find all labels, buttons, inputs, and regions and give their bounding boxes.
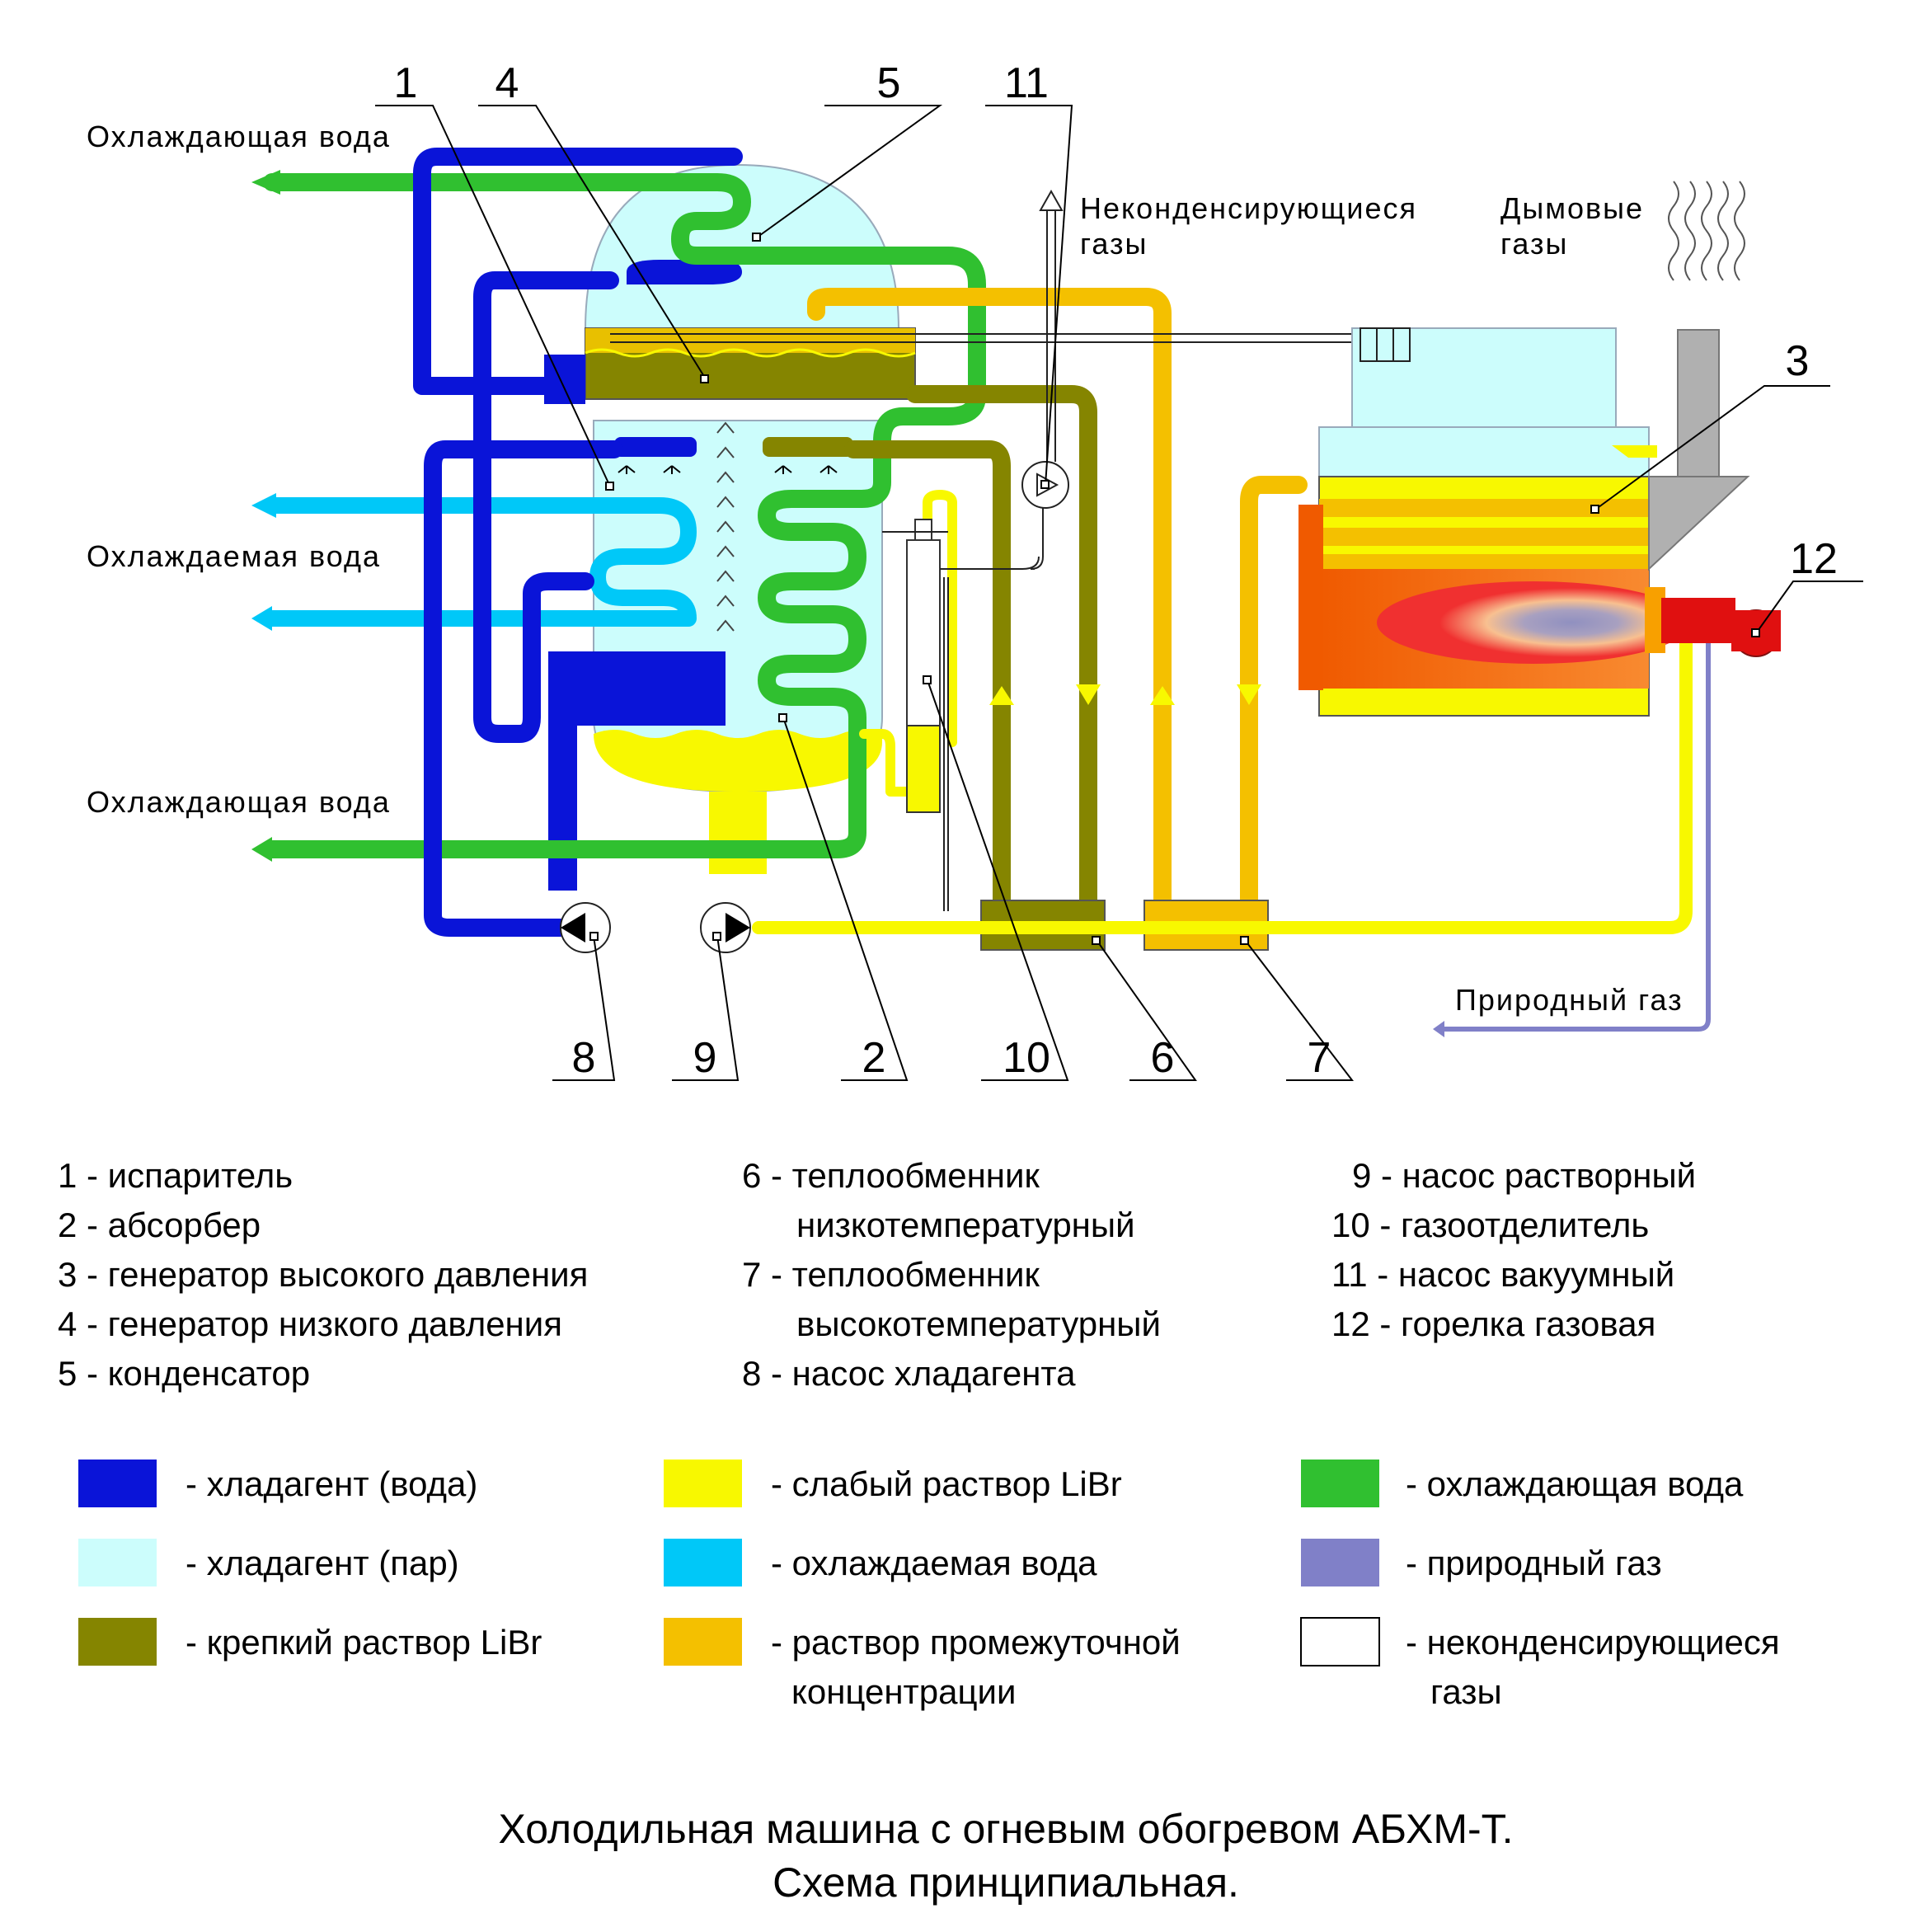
natural-gas-pipe xyxy=(1433,641,1711,1037)
component-12: 12 - горелка газовая xyxy=(1331,1304,1655,1343)
callout-1: 1 xyxy=(394,59,418,107)
component-5: 5 - конденсатор xyxy=(58,1354,310,1393)
gas-burner xyxy=(1645,587,1781,657)
legend-label-strong-solution: - крепкий раствор LiBr xyxy=(185,1623,542,1662)
component-8: 8 - насос хладагента xyxy=(742,1354,1076,1393)
callout-markers xyxy=(589,233,1760,945)
label-flue-gas-2: газы xyxy=(1500,227,1568,261)
label-noncondensable-1: Неконденсирующиеся xyxy=(1080,191,1417,225)
component-1: 1 - испаритель xyxy=(58,1156,293,1195)
lp-generator xyxy=(585,327,916,400)
weak-solution-pipes xyxy=(752,490,1693,934)
callout-7: 7 xyxy=(1308,1034,1331,1082)
cooling-water-pipes xyxy=(251,170,986,862)
legend-swatch-cooling-water xyxy=(1301,1460,1379,1507)
label-natural-gas: Природный газ xyxy=(1455,983,1684,1017)
label-cooling-water-top: Охлаждающая вода xyxy=(87,120,391,153)
legend-swatch-refrigerant-water xyxy=(78,1460,157,1507)
callout-leaders xyxy=(375,105,1863,1081)
callout-numbers: 1 4 5 11 3 12 8 9 2 10 6 7 xyxy=(394,59,1838,1082)
legend-label-weak-solution: - слабый раствор LiBr xyxy=(771,1464,1122,1503)
flow-labels: Охлаждающая вода Охлаждаемая вода Охлажд… xyxy=(87,120,1684,1017)
noncondensable-outlet-arrow xyxy=(1039,189,1064,211)
legend-swatch-strong-solution xyxy=(78,1618,157,1666)
gas-separator xyxy=(906,519,941,813)
label-noncondensable-2: газы xyxy=(1080,227,1148,261)
label-flue-gas-1: Дымовые xyxy=(1500,191,1644,225)
legend-label-natural-gas: - природный газ xyxy=(1406,1544,1662,1582)
solution-pump xyxy=(700,902,751,953)
lower-shell xyxy=(593,420,883,874)
title-line-1: Холодильная машина с огневым обогревом А… xyxy=(498,1806,1513,1852)
component-11: 11 - насос вакуумный xyxy=(1331,1255,1674,1294)
legend-swatch-noncondensable xyxy=(1300,1617,1380,1666)
spray-nozzles xyxy=(618,465,838,474)
callout-11: 11 xyxy=(1004,59,1049,107)
component-4: 4 - генератор низкого давления xyxy=(58,1304,562,1343)
label-chilled-water: Охлаждаемая вода xyxy=(87,539,381,573)
callout-5: 5 xyxy=(877,59,901,107)
flue-gas-wisps xyxy=(1668,181,1745,281)
callout-10: 10 xyxy=(1003,1034,1050,1082)
hp-generator xyxy=(1298,327,1750,717)
vapor-chevrons xyxy=(716,421,735,632)
label-cooling-water-bottom: Охлаждающая вода xyxy=(87,785,391,819)
evaporator-trays xyxy=(548,437,853,891)
refrigerant-sump xyxy=(548,651,726,891)
color-legend: - хладагент (вода) - хладагент (пар) - к… xyxy=(78,1460,1780,1711)
title-line-2: Схема принципиальная. xyxy=(773,1859,1239,1906)
component-list: 1 - испаритель 2 - абсорбер 3 - генерато… xyxy=(58,1156,1696,1393)
callout-6: 6 xyxy=(1151,1034,1175,1082)
callout-2: 2 xyxy=(862,1034,886,1082)
callout-4: 4 xyxy=(495,59,519,107)
legend-swatch-intermediate-solution xyxy=(664,1618,742,1666)
callout-8: 8 xyxy=(572,1034,596,1082)
callout-3: 3 xyxy=(1786,337,1810,385)
refrigerant-pipes xyxy=(413,148,743,937)
legend-swatch-refrigerant-vapor xyxy=(78,1539,157,1586)
legend-label-cooling-water: - охлаждающая вода xyxy=(1406,1464,1744,1503)
legend-label-refrigerant-vapor: - хладагент (пар) xyxy=(185,1544,459,1582)
legend-label-refrigerant-water: - хладагент (вода) xyxy=(185,1464,477,1503)
component-10: 10 - газоотделитель xyxy=(1331,1206,1649,1244)
callout-9: 9 xyxy=(693,1034,717,1082)
component-3: 3 - генератор высокого давления xyxy=(58,1255,588,1294)
chilled-water-pipes xyxy=(251,493,697,631)
condenser-refrigerant-pool xyxy=(627,260,742,284)
legend-swatch-weak-solution xyxy=(664,1460,742,1507)
refrigerant-pump xyxy=(560,902,611,953)
legend-label-chilled-water: - охлаждаемая вода xyxy=(771,1544,1097,1582)
noncondensable-pipes xyxy=(610,210,1352,911)
legend-swatch-natural-gas xyxy=(1301,1539,1379,1586)
component-9: 9 - насос растворный xyxy=(1352,1156,1696,1195)
legend-swatch-chilled-water xyxy=(664,1539,742,1586)
diagram-title: Холодильная машина с огневым обогревом А… xyxy=(498,1806,1513,1906)
callout-12: 12 xyxy=(1790,535,1838,583)
component-2: 2 - абсорбер xyxy=(58,1206,261,1244)
